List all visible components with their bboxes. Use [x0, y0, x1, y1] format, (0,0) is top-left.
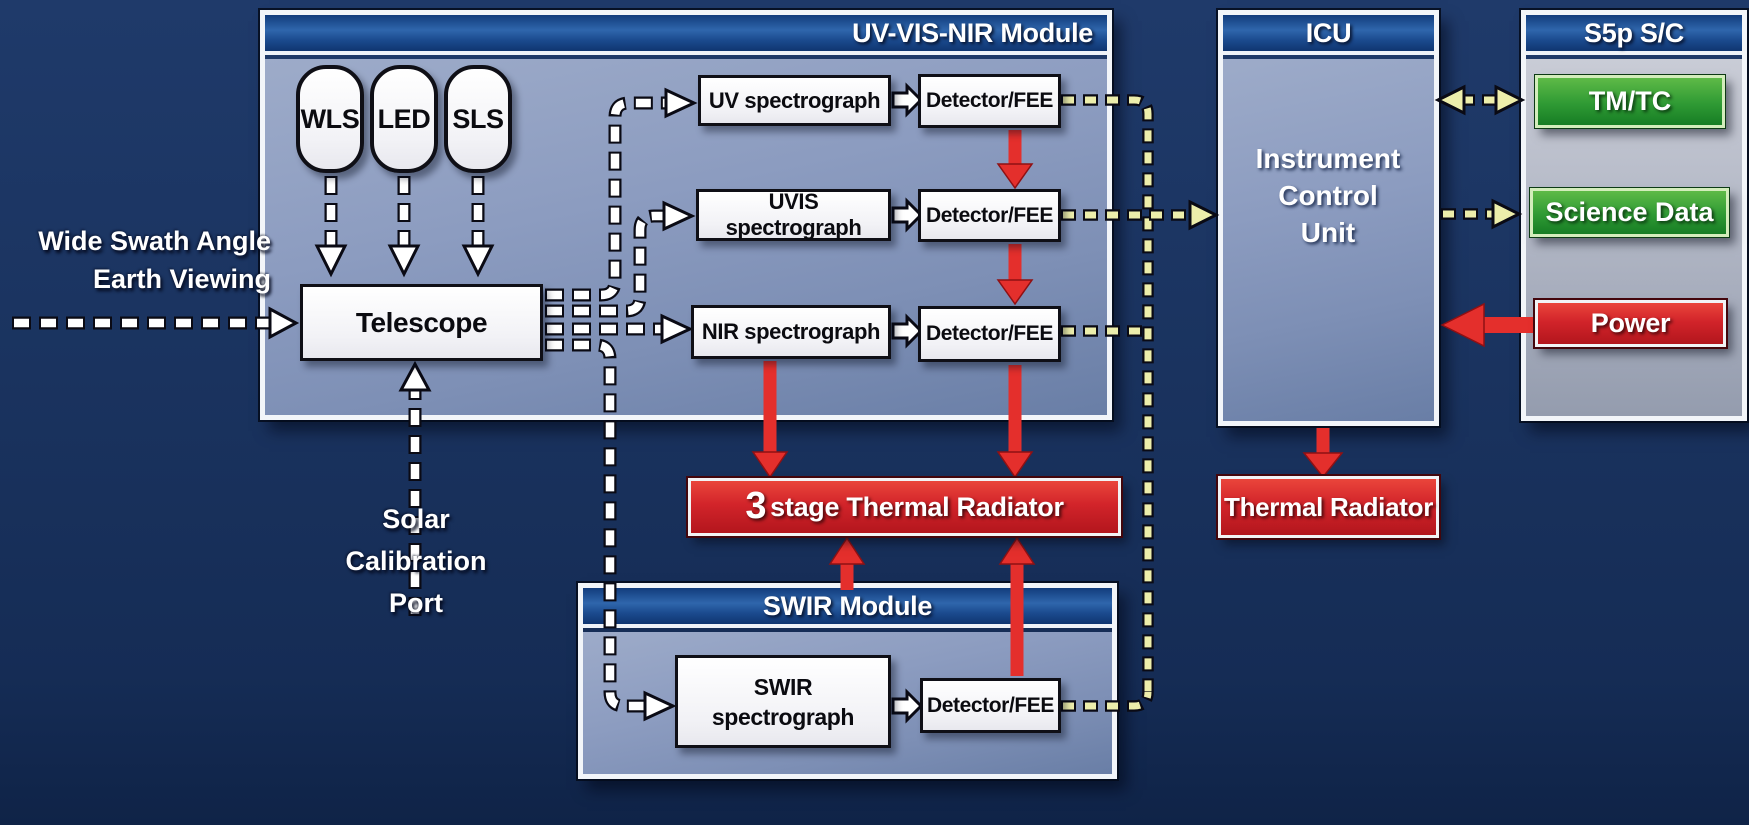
icu-body	[1223, 59, 1434, 421]
three-stage-label: stage Thermal Radiator	[770, 491, 1064, 522]
wls-label: WLS	[300, 103, 360, 134]
solar-cal-line3: Port	[389, 588, 443, 618]
nir-spectrograph-box: NIR spectrograph	[691, 305, 891, 359]
led-label: LED	[377, 103, 431, 134]
uv-detector-fee-label: Detector/FEE	[925, 89, 1054, 112]
tmtc-interface-box: TM/TC	[1534, 74, 1726, 129]
uvis-spectrograph-box: UVIS spectrograph	[696, 189, 891, 241]
uvis-detector-fee-box: Detector/FEE	[918, 189, 1061, 242]
icu-thermal-radiator-box: Thermal Radiator	[1216, 474, 1441, 540]
uvis-detector-fee-label: Detector/FEE	[925, 203, 1054, 227]
wide-swath-line2: Earth Viewing	[92, 264, 271, 294]
science-data-interface-box: Science Data	[1529, 187, 1730, 238]
three-stage-prefix: 3	[745, 484, 767, 527]
wide-swath-annotation: Wide Swath Angle Earth Viewing	[5, 222, 271, 298]
swir-module-header: SWIR Module	[583, 588, 1112, 628]
solar-cal-line2: Calibration	[345, 546, 487, 576]
wide-swath-line1: Wide Swath Angle	[38, 226, 271, 256]
uv-spectrograph-label: UV spectrograph	[708, 87, 881, 113]
led-source-box: LED	[370, 65, 438, 173]
uvvisnir-module-header: UV-VIS-NIR Module	[265, 15, 1107, 55]
icu-body-line1: Instrument	[1255, 143, 1401, 174]
thermal-arrow-icu-radiator	[1302, 428, 1344, 479]
swir-module-title: SWIR Module	[762, 590, 933, 621]
data-path-icu-tmtc	[1434, 84, 1526, 116]
icu-body-line3: Unit	[1300, 217, 1356, 248]
solar-calibration-annotation: Solar Calibration Port	[316, 498, 516, 624]
optical-path-wide-swath	[12, 306, 300, 340]
nir-detector-fee-box: Detector/FEE	[918, 306, 1061, 362]
power-arrow-power-icu	[1440, 302, 1533, 348]
tmtc-label: TM/TC	[1588, 86, 1672, 116]
uvis-spectrograph-label: UVIS spectrograph	[725, 189, 862, 240]
uvvisnir-module-title: UV-VIS-NIR Module	[852, 17, 1093, 48]
swir-detector-fee-label: Detector/FEE	[926, 693, 1055, 717]
sls-label: SLS	[452, 103, 504, 134]
swir-spectrograph-label-line2: spectrograph	[711, 703, 855, 730]
power-label: Power	[1590, 308, 1671, 338]
sls-source-box: SLS	[444, 65, 512, 173]
nir-spectrograph-label: NIR spectrograph	[701, 319, 881, 344]
swir-spectrograph-box: SWIR spectrograph	[675, 655, 891, 748]
science-data-label: Science Data	[1545, 197, 1714, 227]
wls-source-box: WLS	[296, 65, 364, 173]
icu-thermal-radiator-label: Thermal Radiator	[1223, 491, 1434, 522]
uv-detector-fee-box: Detector/FEE	[918, 74, 1061, 128]
solar-cal-line1: Solar	[382, 504, 450, 534]
icu-body-line2: Control	[1278, 180, 1378, 211]
nir-detector-fee-label: Detector/FEE	[925, 322, 1054, 345]
telescope-box: Telescope	[300, 284, 543, 361]
s5p-title: S5p S/C	[1584, 17, 1684, 48]
icu-title: ICU	[1305, 17, 1352, 48]
s5p-header: S5p S/C	[1526, 15, 1742, 55]
three-stage-thermal-radiator-box: 3 stage Thermal Radiator	[686, 476, 1123, 538]
icu-panel: ICU	[1216, 8, 1441, 428]
icu-header: ICU	[1223, 15, 1434, 55]
power-interface-box: Power	[1533, 298, 1728, 349]
icu-body-label: Instrument Control Unit	[1228, 140, 1428, 251]
swir-detector-fee-box: Detector/FEE	[920, 678, 1061, 733]
telescope-label: Telescope	[355, 306, 488, 338]
data-path-icu-science-data	[1441, 198, 1523, 230]
uv-spectrograph-box: UV spectrograph	[698, 75, 891, 126]
swir-spectrograph-label-line1: SWIR	[753, 673, 813, 700]
